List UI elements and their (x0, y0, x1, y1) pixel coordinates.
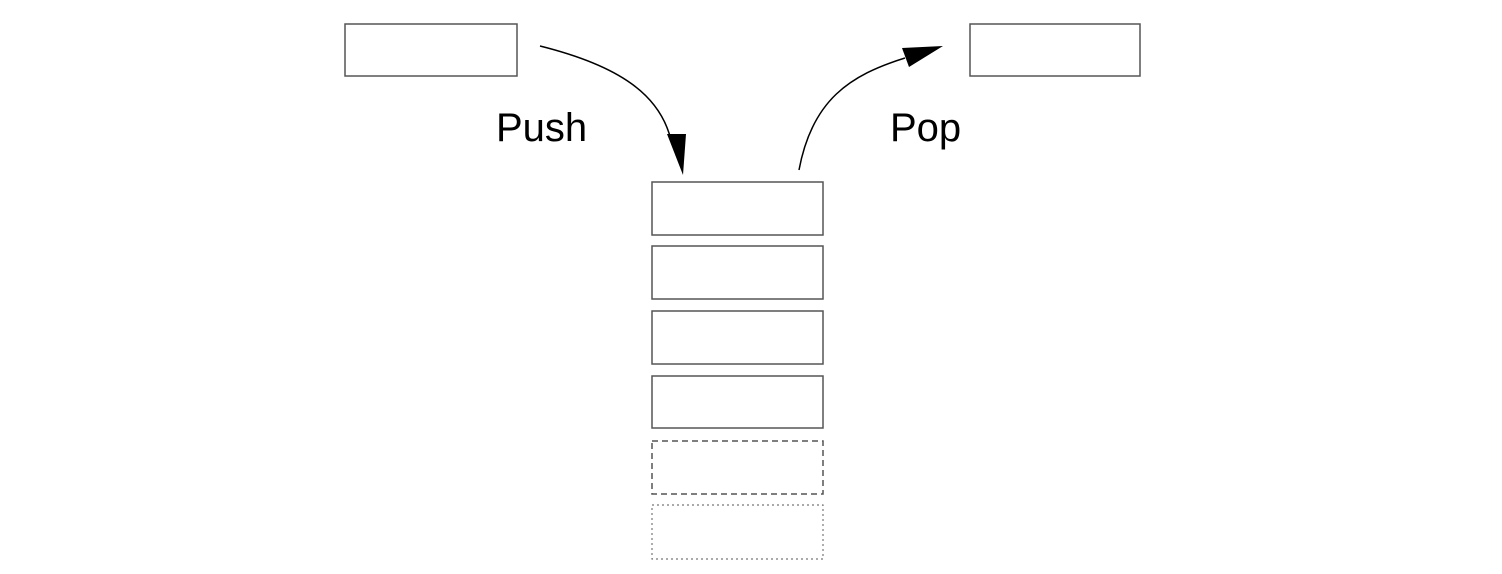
stack (651, 181, 824, 560)
push-label: Push (496, 106, 587, 150)
stack-slot (651, 375, 824, 429)
stack-slot (651, 245, 824, 300)
stack-slot-top (651, 181, 824, 236)
incoming-element-box (344, 23, 518, 77)
stack-slot (651, 310, 824, 365)
push-arrow (539, 45, 686, 175)
stack-slot-dotted (651, 504, 824, 560)
pop-label: Pop (890, 106, 961, 150)
outgoing-element-box (969, 23, 1141, 77)
pop-arrow (798, 46, 943, 171)
stack-slot-dashed (651, 440, 824, 495)
